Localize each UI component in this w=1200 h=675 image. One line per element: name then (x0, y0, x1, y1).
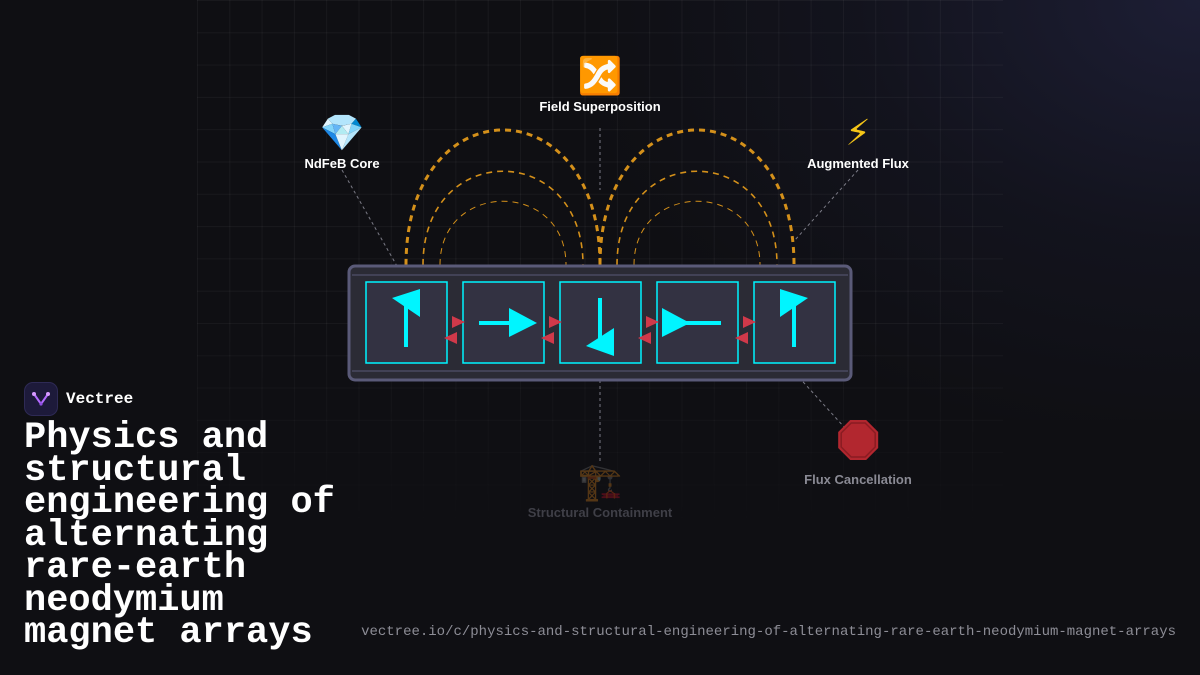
force-arrow-right (549, 316, 562, 328)
force-arrow-left (444, 332, 457, 344)
shuffle-icon: 🔀 (577, 56, 623, 97)
magnet-block (656, 281, 739, 364)
force-arrow-left (638, 332, 651, 344)
connector-lines (341, 128, 859, 462)
brand: Vectree (24, 382, 133, 416)
magnet-block (365, 281, 448, 364)
node-label: Field Superposition (539, 99, 661, 114)
connector-augmented-flux (794, 169, 859, 241)
field-line-right-outer (598, 128, 796, 266)
connector-flux-cancellation (794, 372, 846, 429)
arrow-up-icon (392, 289, 420, 347)
node-label: Flux Cancellation (804, 472, 912, 487)
connector-ndfeb-core (341, 169, 406, 281)
node-label: NdFeB Core (304, 156, 380, 171)
crane-icon: 🏗️ (577, 462, 623, 503)
arrow-down-icon (586, 298, 614, 356)
force-arrow-left (541, 332, 554, 344)
node-label: Augmented Flux (807, 156, 909, 171)
arrow-right-icon (479, 308, 537, 337)
field-line-left-outer (404, 128, 602, 266)
page-url: vectree.io/c/physics-and-structural-engi… (361, 624, 1176, 640)
field-lines (404, 128, 796, 266)
arrow-up-icon (780, 289, 808, 347)
force-arrows (444, 316, 756, 344)
field-line-left-inner (439, 200, 567, 266)
stop-sign-icon (804, 419, 912, 471)
arrow-left-icon (662, 308, 721, 337)
gem-icon: 💎 (319, 113, 365, 154)
force-arrow-right (743, 316, 756, 328)
page-title: Physics and structural engineering of al… (24, 417, 335, 654)
magnet-block (753, 281, 836, 364)
lightning-icon: ⚡ (845, 113, 871, 154)
node-label: Structural Containment (527, 505, 673, 520)
force-arrow-right (646, 316, 659, 328)
vectree-logo-icon (24, 382, 58, 416)
magnet-block (559, 281, 642, 364)
force-arrow-right (452, 316, 465, 328)
node-ndfeb-core: 💎 NdFeB Core (304, 113, 379, 171)
node-field-superposition: 🔀 Field Superposition (539, 56, 660, 114)
force-arrow-left (735, 332, 748, 344)
node-flux-cancellation: Flux Cancellation (804, 419, 912, 487)
field-line-right-inner (633, 200, 761, 266)
field-line-right-middle (616, 170, 778, 266)
node-structural-containment: 🏗️ Structural Containment (528, 462, 672, 520)
node-augmented-flux: ⚡ Augmented Flux (807, 113, 909, 171)
field-line-left-middle (422, 170, 584, 266)
magnet-block (462, 281, 545, 364)
brand-name: Vectree (66, 390, 134, 408)
